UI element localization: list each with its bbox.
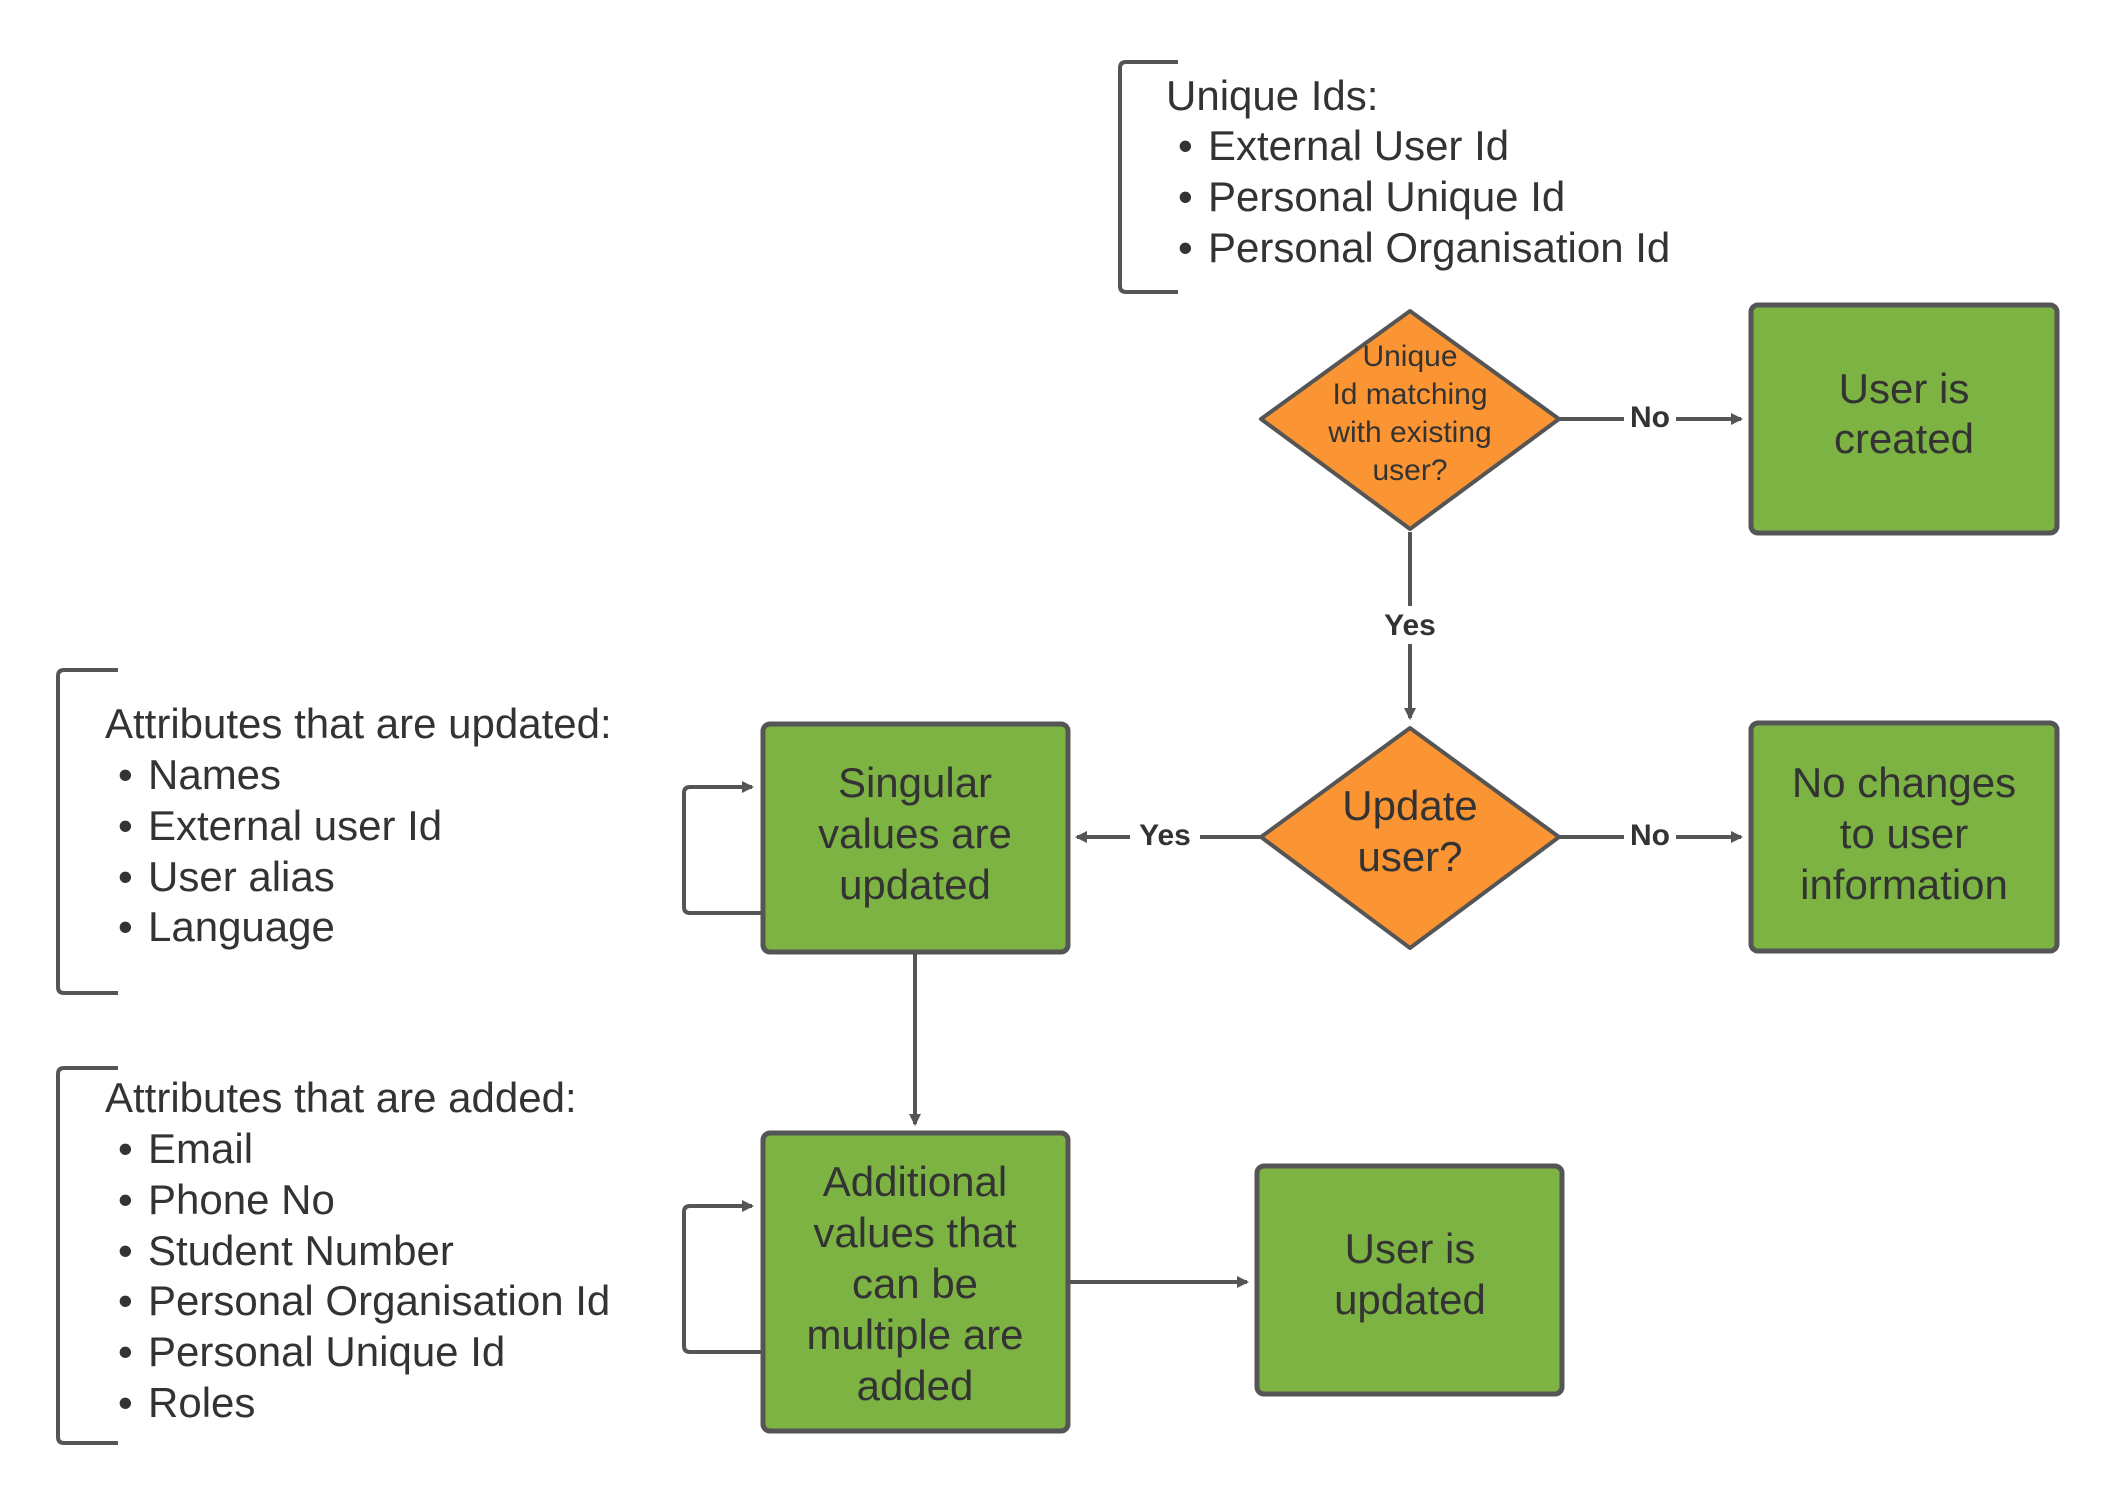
process-singular-values-line: Singular: [838, 759, 992, 806]
decision-unique-id-line: Id matching: [1332, 378, 1487, 411]
process-no-changes: No changes to user information: [1748, 720, 2060, 954]
bullet-icon: •: [118, 1176, 133, 1223]
bullet-icon: •: [1178, 224, 1193, 271]
process-no-changes-line: information: [1800, 861, 2008, 908]
bracket-added: [56, 1066, 118, 1445]
process-user-updated-line: User is: [1345, 1225, 1476, 1272]
process-user-created: User is created: [1748, 302, 2060, 536]
process-additional-values-line: added: [857, 1362, 974, 1409]
annotation-unique-ids-title: Unique Ids:: [1166, 72, 1378, 119]
annotation-item: Personal Organisation Id: [1208, 224, 1670, 271]
edge-label-update-yes: Yes: [1139, 819, 1191, 852]
bullet-icon: •: [1178, 173, 1193, 220]
bullet-icon: •: [118, 1125, 133, 1172]
edge-label-unique-no: No: [1630, 401, 1670, 434]
annotation-item: Language: [148, 903, 335, 950]
decision-unique-id-line: user?: [1372, 454, 1447, 487]
process-additional-values: Additional values that can be multiple a…: [760, 1130, 1071, 1434]
annotation-item: Personal Unique Id: [1208, 173, 1565, 220]
bullet-icon: •: [118, 1227, 133, 1274]
process-no-changes-line: to user: [1840, 810, 1968, 857]
process-singular-values-line: updated: [839, 861, 991, 908]
decision-update-user-line: user?: [1357, 833, 1462, 880]
bullet-icon: •: [118, 1379, 133, 1426]
loop-additional: [682, 1200, 762, 1354]
edge-label-unique-yes: Yes: [1384, 609, 1436, 642]
process-singular-values: Singular values are updated: [760, 721, 1071, 955]
annotation-item: Roles: [148, 1379, 255, 1426]
annotation-item: Email: [148, 1125, 253, 1172]
bullet-icon: •: [118, 903, 133, 950]
process-user-updated: User is updated: [1254, 1163, 1565, 1397]
bullet-icon: •: [1178, 122, 1193, 169]
process-no-changes-line: No changes: [1792, 759, 2016, 806]
annotation-unique-ids: Unique Ids: • External User Id • Persona…: [1166, 72, 1670, 271]
decision-unique-id: Unique Id matching with existing user?: [1259, 309, 1561, 531]
process-additional-values-line: multiple are: [806, 1311, 1023, 1358]
edge-label-update-no: No: [1630, 819, 1670, 852]
bullet-icon: •: [118, 1277, 133, 1324]
bullet-icon: •: [118, 853, 133, 900]
annotation-item: Personal Unique Id: [148, 1328, 505, 1375]
process-user-updated-line: updated: [1334, 1276, 1486, 1323]
bracket-updated: [56, 668, 118, 995]
decision-update-user: Update user?: [1259, 726, 1561, 950]
annotation-item: Personal Organisation Id: [148, 1277, 610, 1324]
annotation-added: Attributes that are added: • Email • Pho…: [105, 1074, 610, 1426]
loop-singular: [682, 781, 762, 915]
annotation-item: Phone No: [148, 1176, 335, 1223]
annotation-item: External user Id: [148, 802, 442, 849]
process-user-created-line: created: [1834, 415, 1974, 462]
bracket-unique-ids: [1118, 60, 1178, 294]
annotation-item: Names: [148, 751, 281, 798]
decision-update-user-line: Update: [1342, 782, 1477, 829]
annotation-item: External User Id: [1208, 122, 1509, 169]
bullet-icon: •: [118, 751, 133, 798]
annotation-updated: Attributes that are updated: • Names • E…: [105, 700, 612, 950]
annotation-item: User alias: [148, 853, 335, 900]
process-singular-values-line: values are: [818, 810, 1012, 857]
decision-unique-id-line: with existing: [1327, 416, 1491, 449]
decision-unique-id-line: Unique: [1362, 340, 1457, 373]
process-user-created-line: User is: [1839, 365, 1970, 412]
annotation-item: Student Number: [148, 1227, 454, 1274]
process-additional-values-line: values that: [813, 1209, 1016, 1256]
annotation-added-title: Attributes that are added:: [105, 1074, 577, 1121]
bullet-icon: •: [118, 1328, 133, 1375]
process-additional-values-line: can be: [852, 1260, 978, 1307]
bullet-icon: •: [118, 802, 133, 849]
annotation-updated-title: Attributes that are updated:: [105, 700, 612, 747]
process-additional-values-line: Additional: [823, 1158, 1007, 1205]
